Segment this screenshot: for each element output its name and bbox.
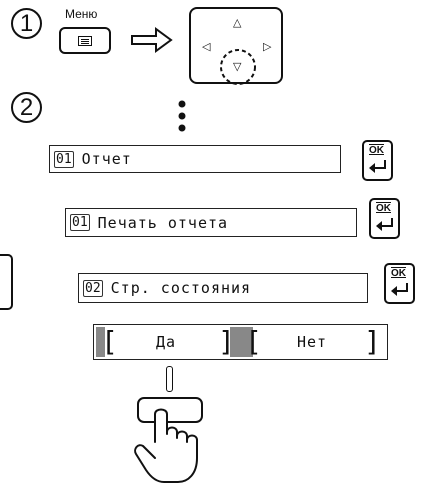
left-triangle-icon: ◁ xyxy=(202,40,211,53)
item-text: Стр. состояния xyxy=(110,279,252,297)
bracket-close-right: ] xyxy=(364,325,381,358)
lcd-screen-status-page: 02 Стр. состояния xyxy=(78,273,368,303)
lcd-screen-report: 01 Отчет xyxy=(49,145,341,173)
bracket-open-left: [ xyxy=(101,325,118,358)
ok-label: OK xyxy=(369,145,384,156)
softkey-bar: [ Да ] [ Нет ] xyxy=(93,324,388,360)
menu-list-icon xyxy=(78,35,92,46)
bracket-close-left: ] xyxy=(218,325,235,358)
softkey-gray-middle xyxy=(230,327,253,357)
right-triangle-icon: ▷ xyxy=(263,40,272,53)
step-1-number: 1 xyxy=(11,8,42,39)
left-edge-key[interactable] xyxy=(0,254,13,310)
hollow-right-arrow-icon xyxy=(131,27,173,53)
ok-key[interactable]: OK xyxy=(384,263,415,304)
item-index: 01 xyxy=(70,214,90,231)
softkey-no-label[interactable]: Нет xyxy=(297,333,328,351)
navigation-dpad[interactable]: △ ◁ ▷ ▽ xyxy=(189,7,283,84)
item-text: Печать отчета xyxy=(97,213,229,232)
item-index: 02 xyxy=(83,279,103,297)
enter-return-icon xyxy=(391,283,408,296)
menu-key[interactable] xyxy=(59,27,111,54)
bracket-open-right: [ xyxy=(245,325,262,358)
step-2-number: 2 xyxy=(11,92,42,123)
ok-key[interactable]: OK xyxy=(369,198,400,239)
ok-label: OK xyxy=(391,268,406,279)
enter-return-icon xyxy=(376,218,393,231)
down-triangle-icon: ▽ xyxy=(233,60,242,73)
ok-label: OK xyxy=(376,203,391,214)
menu-key-label: Меню xyxy=(65,7,98,21)
ok-key[interactable]: OK xyxy=(362,140,393,181)
vertical-ellipsis-icon xyxy=(178,100,186,132)
dashed-highlight-circle xyxy=(220,49,256,85)
softkey-yes-label[interactable]: Да xyxy=(156,333,177,351)
lcd-screen-print-report: 01 Печать отчета xyxy=(65,208,357,237)
pointing-hand-press-icon xyxy=(134,397,203,483)
enter-return-icon xyxy=(369,160,386,173)
connector-line xyxy=(166,366,173,392)
item-index: 01 xyxy=(54,150,74,168)
softkey-gray-left xyxy=(96,327,105,357)
up-triangle-icon: △ xyxy=(233,16,242,29)
item-text: Отчет xyxy=(81,150,132,168)
